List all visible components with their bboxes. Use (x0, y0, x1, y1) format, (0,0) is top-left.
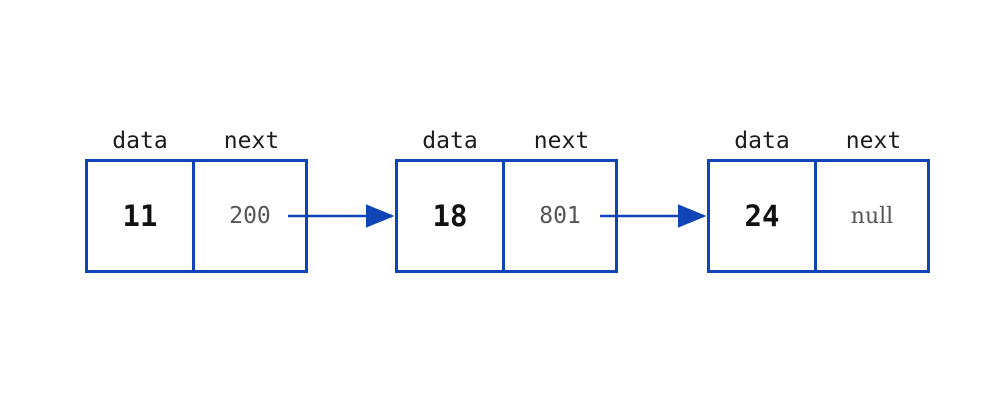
next-cell: 801 (505, 162, 615, 270)
data-cell: 11 (88, 162, 195, 270)
next-pointer-value: 200 (229, 203, 271, 229)
next-field-label: next (845, 128, 902, 154)
next-pointer-value: 801 (539, 203, 581, 229)
next-pointer-value: null (850, 203, 894, 229)
next-cell: null (817, 162, 927, 270)
data-field-label: data (734, 128, 790, 154)
list-node-1: data next 11 200 (85, 126, 308, 273)
data-field-label: data (112, 128, 168, 154)
node-box: 11 200 (85, 159, 308, 273)
data-value: 11 (122, 199, 158, 233)
node-field-labels: data next (85, 126, 308, 156)
next-field-label: next (533, 128, 590, 154)
node-field-labels: data next (707, 126, 930, 156)
data-field-label: data (422, 128, 478, 154)
data-cell: 24 (710, 162, 817, 270)
next-cell: 200 (195, 162, 305, 270)
data-cell: 18 (398, 162, 505, 270)
list-node-3: data next 24 null (707, 126, 930, 273)
next-field-label: next (223, 128, 280, 154)
node-box: 18 801 (395, 159, 618, 273)
node-box: 24 null (707, 159, 930, 273)
data-value: 24 (744, 199, 780, 233)
node-field-labels: data next (395, 126, 618, 156)
list-node-2: data next 18 801 (395, 126, 618, 273)
data-value: 18 (432, 199, 468, 233)
